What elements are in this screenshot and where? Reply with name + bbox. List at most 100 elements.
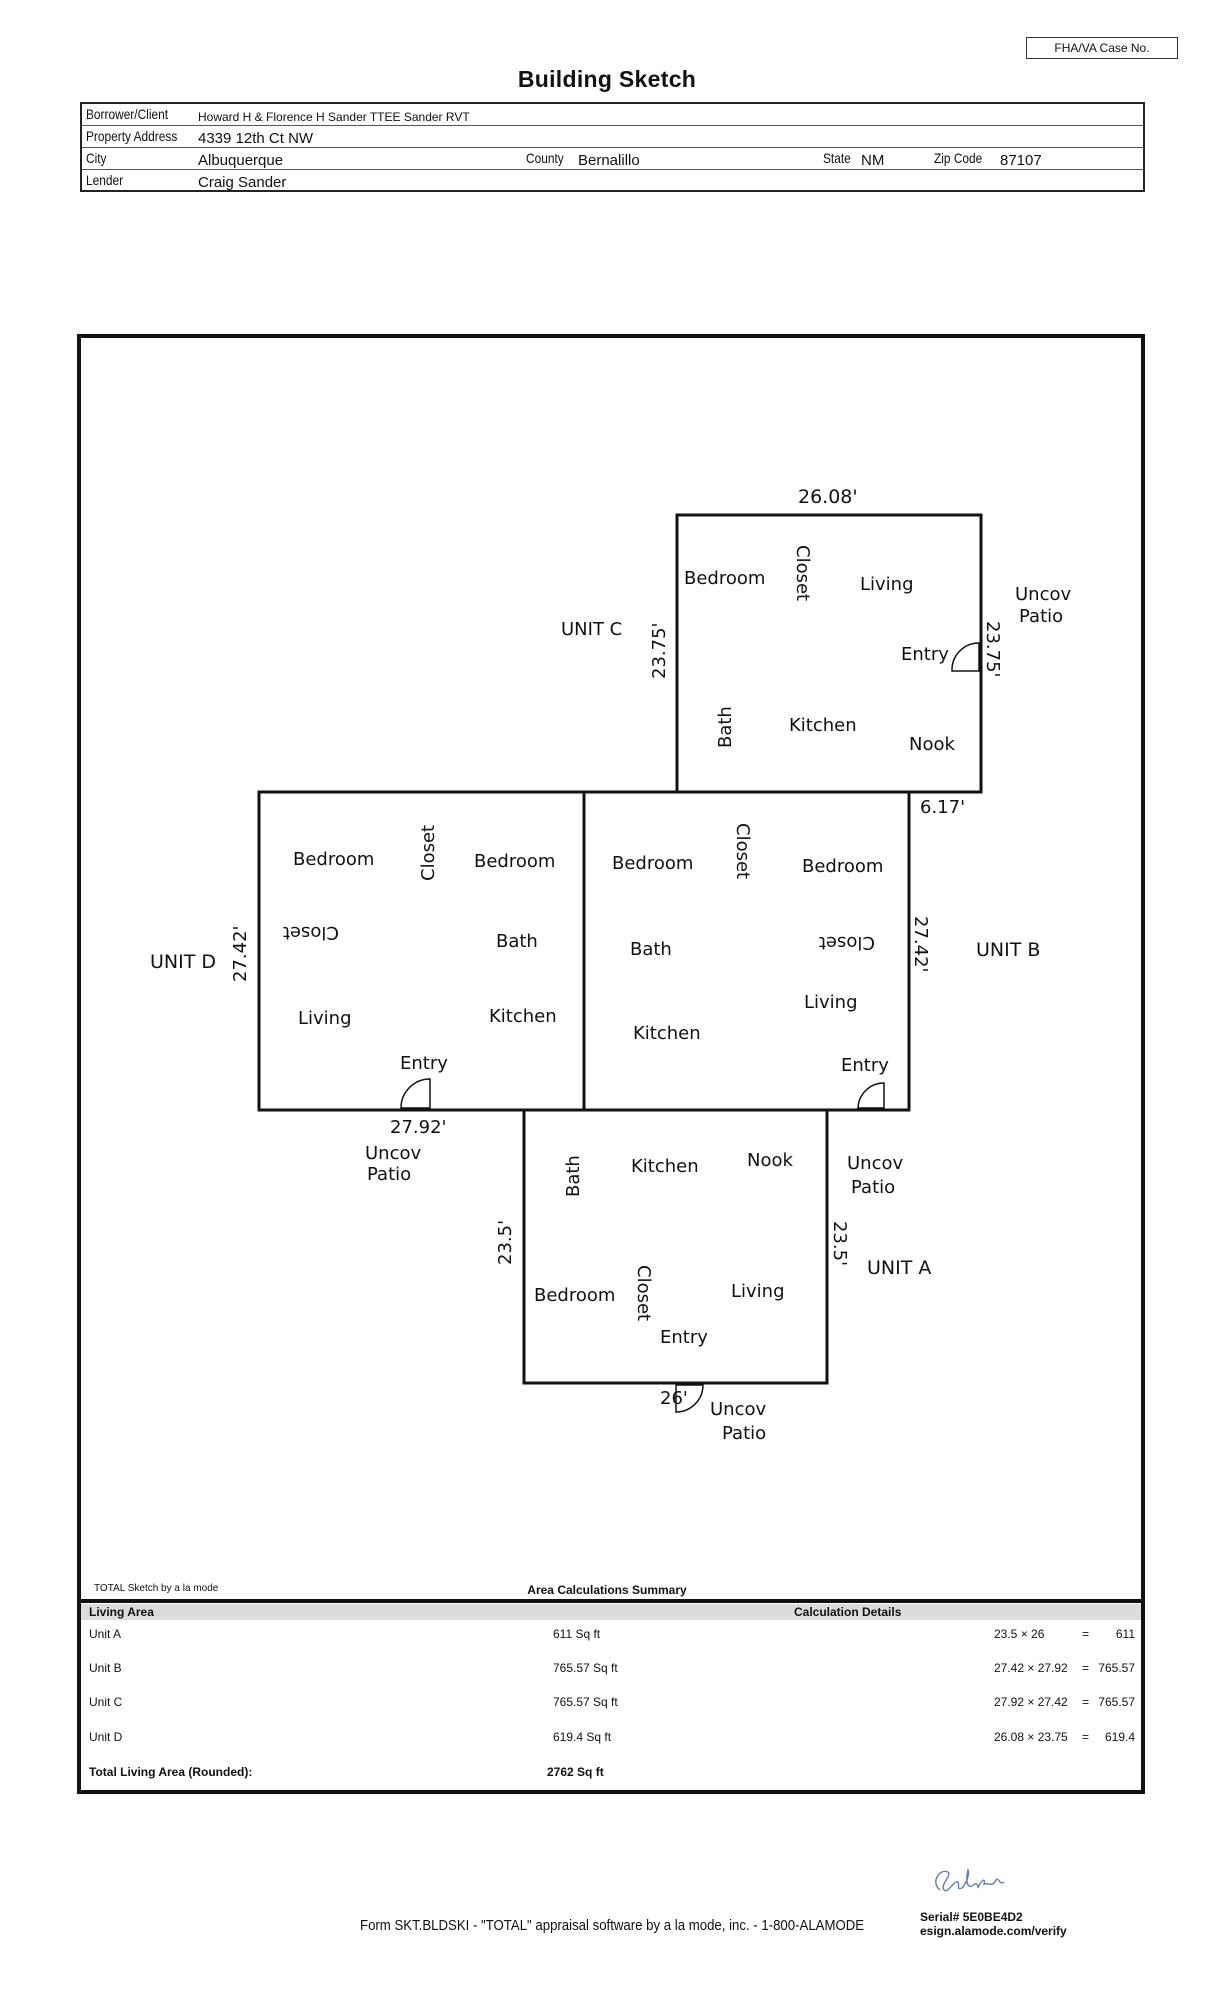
unit-b-patio-line2: Patio (851, 1177, 895, 1198)
unit-d-kitchen: Kitchen (489, 1006, 557, 1027)
fha-case-box: FHA/VA Case No. (1026, 37, 1178, 59)
unit-a-entry: Entry (660, 1327, 708, 1348)
unit-b-entry: Entry (841, 1055, 889, 1076)
unit-c-bath: Bath (715, 706, 736, 748)
unit-b-closet2: Closet (819, 932, 875, 953)
unit-c-bedroom: Bedroom (684, 568, 765, 589)
sketch-frame (77, 334, 1145, 1794)
footer-form-text: Form SKT.BLDSKI - "TOTAL" appraisal soft… (360, 1917, 865, 1934)
lender-label: Lender (86, 172, 124, 188)
unit-a-bedroom: Bedroom (534, 1285, 615, 1306)
summary-row-area: 765.57 Sq ft (553, 1695, 618, 1709)
total-value: 2762 Sq ft (547, 1765, 604, 1779)
city-label: City (86, 150, 107, 166)
lender-row: Lender Craig Sander (82, 170, 1143, 192)
unit-b-patio-line1: Uncov (847, 1153, 903, 1174)
unit-a-nook: Nook (747, 1150, 793, 1171)
unit-a-label: UNIT A (867, 1257, 931, 1279)
unit-a-kitchen: Kitchen (631, 1156, 699, 1177)
city-value: Albuquerque (198, 152, 284, 169)
summary-header: Living Area Calculation Details (81, 1604, 1141, 1620)
unit-a-bottom-dim: 26' (660, 1388, 688, 1409)
county-value: Bernalillo (578, 152, 640, 169)
summary-row-name: Unit A (89, 1627, 122, 1641)
summary-row-result: 765.57 (1098, 1695, 1135, 1709)
unit-a-entry-door (675, 1384, 704, 1413)
unit-b-closet1: Closet (732, 823, 753, 879)
serial-number: Serial# 5E0BE4D2 (920, 1910, 1023, 1924)
summary-row: Unit D 619.4 Sq ft 26.08 × 23.75 = 619.4 (81, 1730, 1141, 1748)
unit-b-right-dim: 27.42' (910, 916, 931, 972)
unit-c-nook: Nook (909, 734, 955, 755)
summary-row-name: Unit B (89, 1661, 122, 1675)
unit-d-entry: Entry (400, 1053, 448, 1074)
unit-b-bath: Bath (630, 939, 672, 960)
summary-row-eq: = (1082, 1695, 1090, 1709)
summary-row-name: Unit C (89, 1695, 123, 1709)
summary-row-eq: = (1082, 1730, 1090, 1744)
address-row: Property Address 4339 12th Ct NW (82, 126, 1143, 148)
unit-b-bedroom1: Bedroom (612, 853, 693, 874)
unit-c-right-dim: 23.75' (982, 621, 1003, 677)
state-label: State (823, 150, 851, 166)
lender-value: Craig Sander (198, 174, 287, 191)
summary-row-result: 611 (1115, 1627, 1135, 1641)
unit-c-entry: Entry (901, 644, 949, 665)
unit-d-bedroom2: Bedroom (474, 851, 555, 872)
unit-d-label: UNIT D (150, 951, 216, 973)
unit-d-closet1: Closet (418, 825, 439, 881)
state-value: NM (861, 152, 885, 169)
summary-row: Unit B 765.57 Sq ft 27.42 × 27.92 = 765.… (81, 1661, 1141, 1679)
total-label: Total Living Area (Rounded): (89, 1765, 253, 1779)
unit-d-bath: Bath (496, 931, 538, 952)
unit-d-bedroom1: Bedroom (293, 849, 374, 870)
unit-b-offset-dim: 6.17' (920, 797, 965, 818)
unit-d-left-dim: 27.42' (230, 926, 251, 982)
unit-a-bath: Bath (563, 1155, 584, 1197)
summary-row-calc: 27.92 × 27.42 (994, 1695, 1068, 1709)
unit-c-entry-door (951, 642, 980, 672)
summary-row-area: 619.4 Sq ft (553, 1730, 612, 1744)
signature-mark (935, 1867, 1005, 1892)
unit-c-patio-line2: Patio (1019, 606, 1063, 627)
unit-d-entry-door (400, 1078, 431, 1109)
unit-a-right-dim: 23.5' (829, 1221, 850, 1266)
zip-value: 87107 (1000, 152, 1042, 169)
unit-a-left-dim: 23.5' (495, 1220, 516, 1265)
unit-b-kitchen: Kitchen (633, 1023, 701, 1044)
summary-row-area: 765.57 Sq ft (553, 1661, 618, 1675)
unit-d-bottom-dim: 27.92' (390, 1117, 446, 1138)
unit-d-closet2: Closet (283, 922, 339, 943)
summary-row: Unit C 765.57 Sq ft 27.92 × 27.42 = 765.… (81, 1695, 1141, 1713)
borrower-label: Borrower/Client (86, 106, 169, 122)
sketch-credit: TOTAL Sketch by a la mode (94, 1583, 219, 1594)
page-title: Building Sketch (517, 66, 697, 92)
unit-b-label: UNIT B (976, 939, 1040, 961)
unit-a-outline (522, 1108, 829, 1385)
summary-total-row: Total Living Area (Rounded): 2762 Sq ft (81, 1765, 1141, 1783)
summary-divider (81, 1599, 1141, 1603)
summary-row-eq: = (1082, 1627, 1090, 1641)
zip-label: Zip Code (934, 150, 983, 166)
unit-d-living: Living (298, 1008, 352, 1029)
summary-row-result: 619.4 (1104, 1730, 1135, 1744)
unit-c-label: UNIT C (561, 619, 622, 640)
serial-block: Serial# 5E0BE4D2 esign.alamode.com/verif… (920, 1910, 1067, 1938)
summary-row-name: Unit D (89, 1730, 123, 1744)
unit-b-entry-door (857, 1082, 885, 1109)
address-label: Property Address (86, 128, 178, 144)
county-label: County (526, 150, 564, 166)
summary-row-result: 765.57 (1098, 1661, 1135, 1675)
summary-row-area: 611 Sq ft (553, 1627, 601, 1641)
property-info-table: Borrower/Client Howard H & Florence H Sa… (80, 102, 1145, 192)
summary-row-calc: 26.08 × 23.75 (994, 1730, 1068, 1744)
unit-c-kitchen: Kitchen (789, 715, 857, 736)
unit-d-patio-line2: Patio (367, 1164, 411, 1185)
unit-a-patio-line2: Patio (722, 1423, 766, 1444)
verify-link[interactable]: esign.alamode.com/verify (920, 1924, 1067, 1938)
unit-b-living: Living (804, 992, 858, 1013)
borrower-value: Howard H & Florence H Sander TTEE Sander… (198, 110, 470, 124)
summary-row: Unit A 611 Sq ft 23.5 × 26 = 611 (81, 1627, 1141, 1645)
address-value: 4339 12th Ct NW (198, 130, 314, 147)
